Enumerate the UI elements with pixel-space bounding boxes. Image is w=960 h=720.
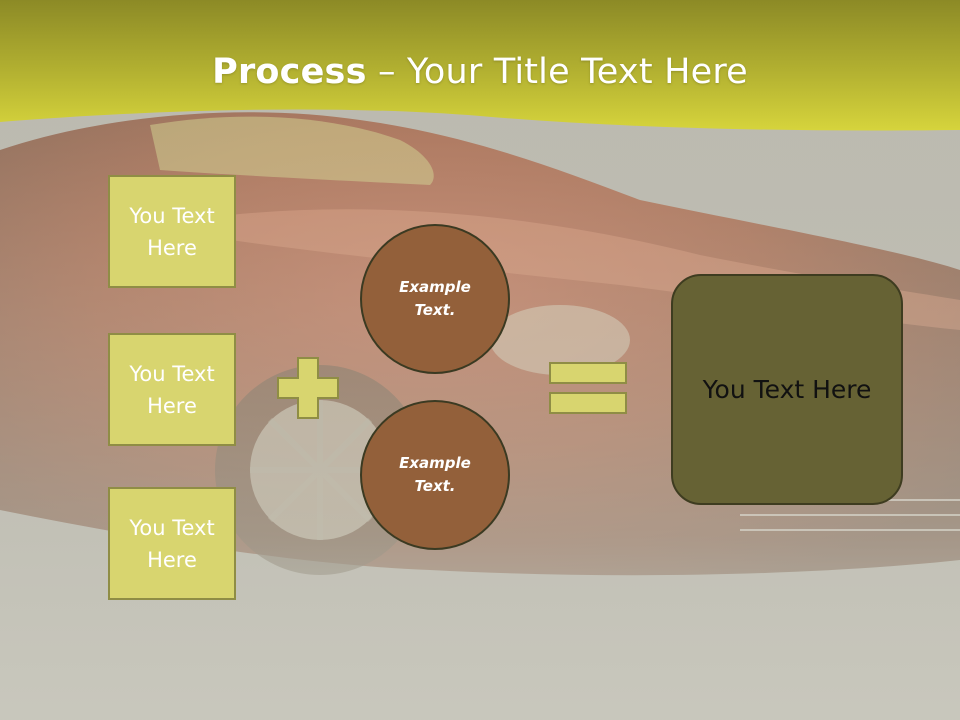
input-box-3: You Text Here xyxy=(108,487,236,600)
title-bold: Process xyxy=(212,52,367,92)
input-box-label: You Text Here xyxy=(129,203,215,260)
result-box: You Text Here xyxy=(671,274,903,505)
title-rest: – Your Title Text Here xyxy=(366,52,748,92)
example-circle-2: Example Text. xyxy=(360,400,510,550)
input-box-label: You Text Here xyxy=(129,515,215,572)
input-box-2: You Text Here xyxy=(108,333,236,446)
result-box-label: You Text Here xyxy=(702,375,872,404)
header-band xyxy=(0,0,960,131)
circle-label: Example Text. xyxy=(399,454,471,495)
equals-sign-icon xyxy=(549,362,627,414)
slide-title: Process – Your Title Text Here xyxy=(0,52,960,92)
example-circle-1: Example Text. xyxy=(360,224,510,374)
input-box-label: You Text Here xyxy=(129,361,215,418)
circle-label: Example Text. xyxy=(399,278,471,319)
plus-sign-icon xyxy=(277,357,339,419)
input-box-1: You Text Here xyxy=(108,175,236,288)
